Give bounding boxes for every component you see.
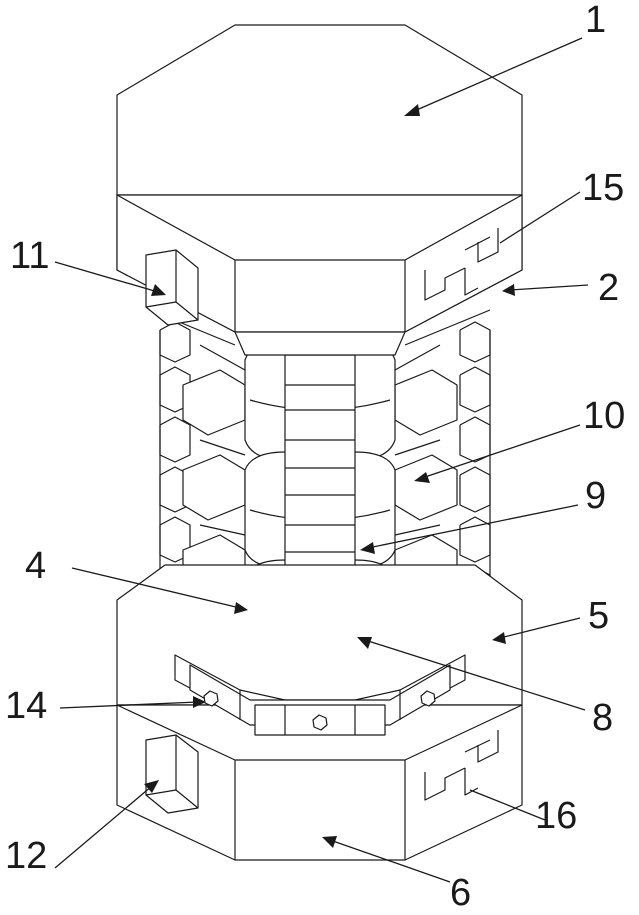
label-12: 12: [5, 835, 47, 877]
label-14: 14: [5, 685, 47, 727]
label-2: 2: [598, 267, 619, 309]
side-block-12: [146, 735, 198, 813]
side-block-11: [146, 250, 198, 325]
label-11: 11: [10, 235, 49, 277]
label-15: 15: [582, 167, 624, 209]
label-1: 1: [585, 0, 606, 41]
label-4: 4: [25, 545, 46, 587]
label-9: 9: [585, 475, 606, 517]
device-drawing: [117, 25, 522, 860]
label-8: 8: [592, 697, 613, 739]
label-5: 5: [588, 595, 609, 637]
label-16: 16: [535, 795, 577, 837]
label-10: 10: [583, 395, 625, 437]
label-6: 6: [450, 872, 471, 914]
